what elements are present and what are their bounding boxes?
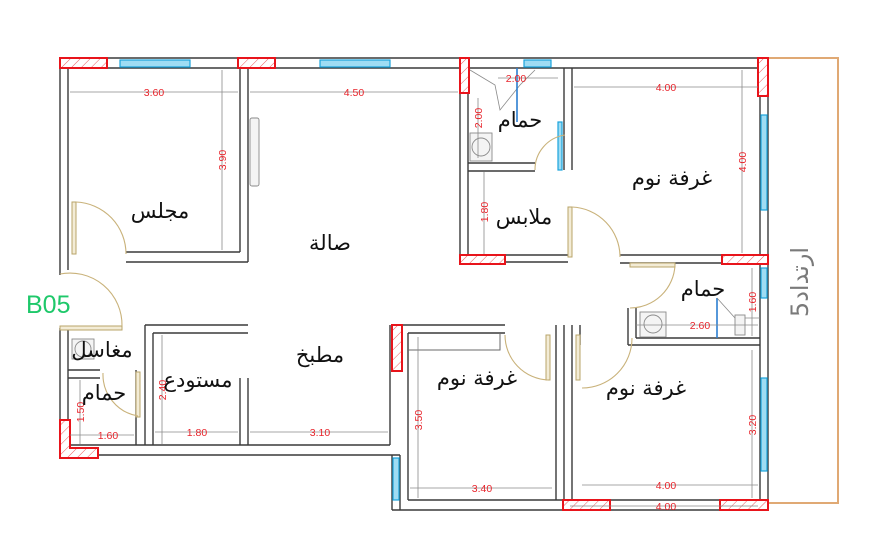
dim-bedroom-middle-length: 3.50 (413, 410, 425, 431)
dim-bedroom-middle-width: 3.40 (472, 483, 493, 495)
dimension-lines (70, 70, 758, 507)
doors (59, 134, 676, 418)
unit-code: B05 (26, 291, 70, 319)
dim-bedroom-right-length: 3.20 (747, 415, 759, 436)
room-label-bath-top: حمام (498, 108, 543, 132)
dim-hall-width: 4.50 (344, 87, 365, 99)
dim-bath-top-width: 2.00 (506, 73, 527, 85)
room-label-bedroom-master: غرفة نوم (632, 166, 712, 190)
structural-columns (59, 57, 769, 511)
dimension-labels: 3.60 4.50 3.90 2.00 2.00 1.80 4.00 4.00 … (75, 73, 759, 513)
dim-storage-length: 2.40 (157, 380, 169, 401)
dim-bath-small-length: 1.50 (75, 402, 87, 423)
dim-bath-top-length: 2.00 (473, 108, 485, 129)
dim-master-length: 4.00 (737, 152, 749, 173)
dim-bath-right-width: 2.60 (690, 320, 711, 332)
room-label-hall: صالة (309, 231, 351, 255)
room-label-dressing: ملابس (496, 205, 552, 229)
windows (119, 59, 768, 501)
room-label-laundry: مغاسل (71, 338, 132, 362)
room-label-majlis: مجلس (131, 199, 190, 223)
dim-master-width: 4.00 (656, 82, 677, 94)
dim-bath-small-width: 1.60 (98, 430, 119, 442)
room-label-bath-small: حمام (82, 381, 127, 405)
dim-bedroom-right-width: 4.00 (656, 480, 677, 492)
dim-outer-bottom: 4.00 (656, 501, 677, 513)
setback-label: ارتداد5 (786, 247, 814, 317)
room-label-bedroom-right: غرفة نوم (606, 376, 686, 400)
room-labels: مجلس صالة حمام ملابس غرفة نوم حمام مطبخ … (71, 108, 725, 405)
room-label-bath-right: حمام (681, 277, 726, 301)
outer-walls (59, 57, 769, 511)
fixtures (71, 68, 760, 360)
setback-zone: ارتداد5 (768, 57, 839, 504)
dim-majlis-width: 3.60 (144, 87, 165, 99)
dim-majlis-length: 3.90 (217, 150, 229, 171)
dim-kitchen-width: 3.10 (310, 427, 331, 439)
room-label-storage: مستودع (163, 368, 232, 392)
dim-dressing-length: 1.80 (479, 202, 491, 223)
dim-bath-right-length: 1.60 (747, 292, 759, 313)
room-label-bedroom-middle: غرفة نوم (437, 366, 517, 390)
room-label-kitchen: مطبخ (296, 343, 344, 367)
interior-walls (68, 58, 760, 500)
dim-storage-width: 1.80 (187, 427, 208, 439)
